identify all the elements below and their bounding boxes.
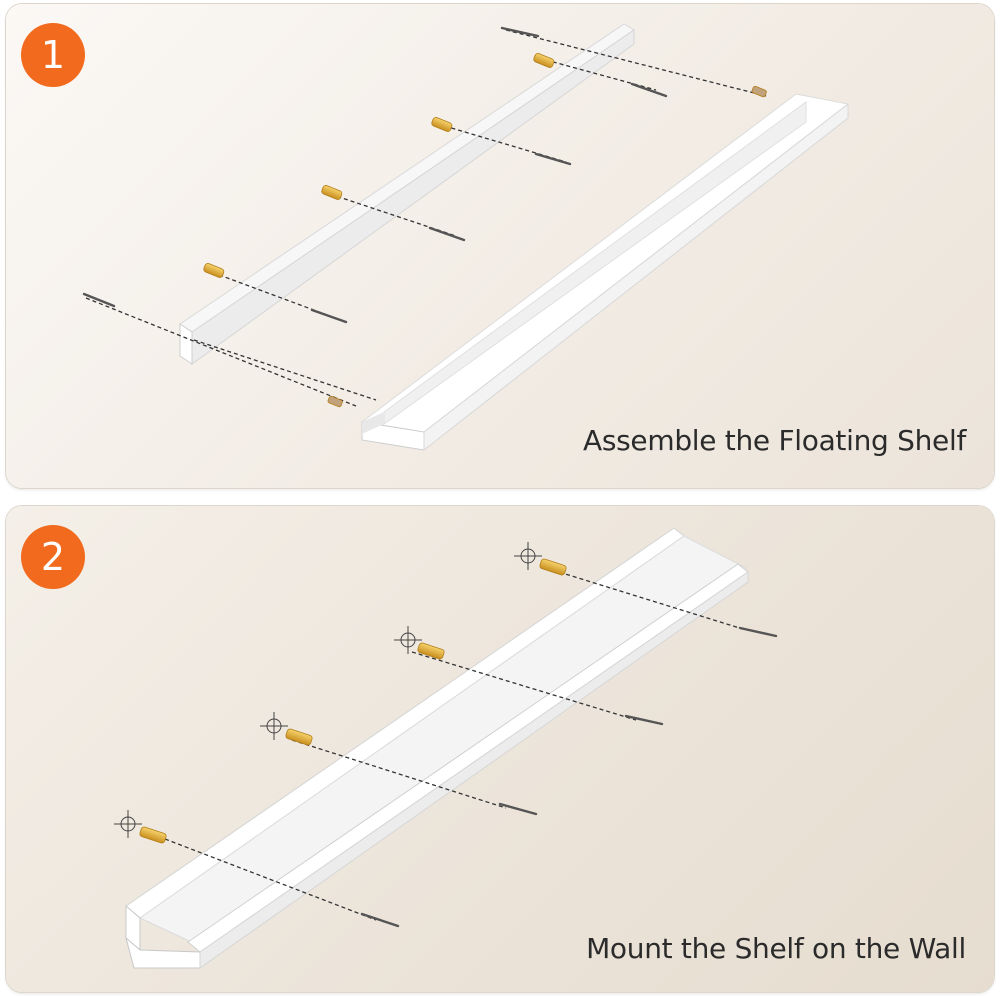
shelf-ledge-icon	[360, 93, 850, 452]
assembly-illustration	[82, 23, 850, 452]
step-caption: Mount the Shelf on the Wall	[586, 932, 966, 965]
shelf-ledge-icon	[125, 527, 749, 969]
wall-anchor-icon	[203, 53, 767, 408]
step-number-badge: 2	[21, 525, 85, 589]
guide-lines	[151, 567, 747, 921]
drill-mark-icon	[114, 542, 542, 838]
mounting-illustration	[114, 527, 778, 969]
step-caption: Assemble the Floating Shelf	[583, 424, 966, 457]
step-1-panel: 1 Assemble the Floating Shelf	[6, 4, 994, 488]
screw-icon	[360, 626, 778, 928]
shelf-rail-icon	[179, 23, 635, 365]
step-2-panel: 2 Mount the Shelf on the Wall	[6, 506, 994, 992]
screw-icon	[82, 26, 668, 324]
step-number-badge: 1	[21, 23, 85, 87]
wall-anchor-icon	[139, 558, 567, 844]
